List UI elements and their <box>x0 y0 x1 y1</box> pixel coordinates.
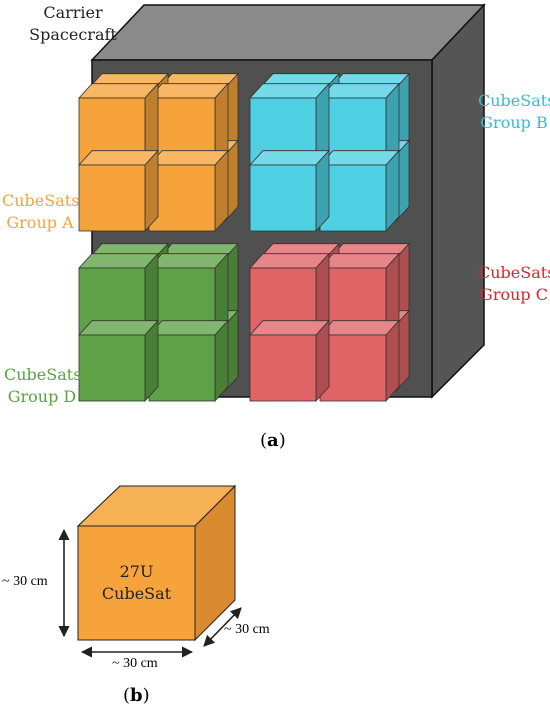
group-b-cubes <box>249 72 410 233</box>
caption-b: (b) <box>123 685 150 706</box>
cubesat <box>78 319 159 403</box>
group-b-label: CubeSats Group B <box>478 90 550 134</box>
caption-a: (a) <box>260 430 286 451</box>
group-c-cubes <box>249 242 410 403</box>
cubesat <box>319 319 400 403</box>
group-a-label-line1: CubeSats <box>2 191 80 210</box>
carrier-label-line2: Spacecraft <box>29 25 117 44</box>
caption-b-letter: b <box>130 685 143 706</box>
depth-dimension-label: ~ 30 cm <box>224 622 270 637</box>
group-d-label-line2: Group D <box>7 387 77 406</box>
cubesat <box>148 319 229 403</box>
group-c-label: CubeSats Group C <box>478 262 550 306</box>
cube-label: 27U CubeSat <box>78 561 195 605</box>
group-b-label-line1: CubeSats <box>478 91 550 110</box>
group-c-label-line1: CubeSats <box>478 263 550 282</box>
cube-label-line1: 27U <box>119 562 154 581</box>
cubesat <box>249 319 330 403</box>
caption-b-open: ( <box>123 685 131 706</box>
cubesat-27u <box>76 484 237 642</box>
cube-front-face <box>77 525 196 641</box>
height-dimension-label: ~ 30 cm <box>2 574 48 589</box>
cube-label-line2: CubeSat <box>101 584 172 603</box>
caption-a-open: ( <box>260 430 268 451</box>
group-d-label: CubeSats Group D <box>4 364 82 408</box>
group-a-label-line2: Group A <box>6 213 74 232</box>
cubesat <box>249 149 330 233</box>
group-a-cubes <box>78 72 239 233</box>
carrier-label: Carrier Spacecraft <box>28 2 118 46</box>
cubesat-groups <box>78 72 410 403</box>
group-a-label: CubeSats Group A <box>2 190 80 234</box>
cubesat <box>148 149 229 233</box>
group-d-cubes <box>78 242 239 403</box>
caption-a-close: ) <box>278 430 286 451</box>
group-d-label-line1: CubeSats <box>4 365 82 384</box>
group-b-label-line2: Group B <box>480 113 548 132</box>
cubesat <box>319 149 400 233</box>
caption-a-letter: a <box>267 430 279 451</box>
carrier-side-face <box>431 3 485 399</box>
cubesat <box>78 149 159 233</box>
carrier-label-line1: Carrier <box>43 3 103 22</box>
group-c-label-line2: Group C <box>480 285 548 304</box>
width-dimension-label: ~ 30 cm <box>112 656 158 671</box>
carrier-top-face <box>90 4 486 61</box>
caption-b-close: ) <box>142 685 150 706</box>
depth-arrow <box>203 607 242 647</box>
